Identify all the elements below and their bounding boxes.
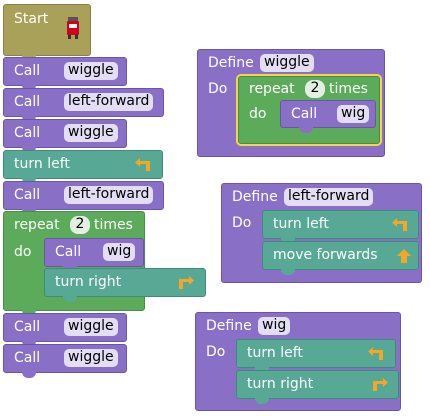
call-label: Call bbox=[14, 187, 41, 203]
call-block-wiggle[interactable]: Call wiggle bbox=[3, 57, 127, 91]
do-label: Do bbox=[208, 81, 228, 97]
call-label: Call bbox=[14, 350, 41, 366]
turn-left-arrow-icon bbox=[367, 346, 385, 362]
call-block-wig[interactable]: Call wig bbox=[44, 238, 144, 272]
call-label: Call bbox=[291, 106, 318, 122]
repeat-label: repeat bbox=[14, 217, 60, 233]
call-block-left-forward[interactable]: Call left-forward bbox=[3, 181, 164, 215]
do-label: Do bbox=[206, 344, 226, 360]
turn-right-arrow-icon bbox=[177, 275, 195, 291]
turn-right-label: turn right bbox=[55, 274, 122, 290]
do-label: do bbox=[14, 244, 32, 260]
procedure-name-field[interactable]: wig bbox=[337, 105, 370, 123]
turn-right-arrow-icon bbox=[371, 377, 389, 393]
repeat-label: repeat bbox=[249, 81, 295, 97]
call-label: Call bbox=[14, 63, 41, 79]
turn-right-label: turn right bbox=[247, 376, 314, 392]
call-block-wig[interactable]: Call wig bbox=[280, 100, 376, 133]
call-block-wiggle[interactable]: Call wiggle bbox=[3, 119, 127, 153]
times-label: times bbox=[329, 81, 368, 97]
procedure-name-field[interactable]: left-forward bbox=[284, 188, 374, 206]
turn-right-block[interactable]: turn right bbox=[44, 268, 206, 302]
procedure-name-field[interactable]: left-forward bbox=[64, 93, 154, 111]
define-label: Define bbox=[232, 189, 278, 205]
start-label: Start bbox=[14, 11, 49, 27]
procedure-name-field[interactable]: wiggle bbox=[64, 349, 118, 367]
turn-left-block[interactable]: turn left bbox=[236, 339, 396, 373]
call-label: Call bbox=[14, 125, 41, 141]
procedure-name-field[interactable]: wig bbox=[103, 243, 136, 261]
turn-left-arrow-icon bbox=[391, 217, 409, 233]
define-label: Define bbox=[206, 318, 252, 334]
procedure-name-field[interactable]: wiggle bbox=[64, 318, 118, 336]
call-block-wiggle[interactable]: Call wiggle bbox=[3, 313, 127, 347]
turn-left-label: turn left bbox=[14, 156, 70, 172]
procedure-name-field[interactable]: wig bbox=[258, 317, 291, 335]
procedure-name-field[interactable]: left-forward bbox=[64, 186, 154, 204]
do-label: do bbox=[249, 106, 267, 122]
robot-icon bbox=[67, 17, 79, 39]
procedure-name-field[interactable]: wiggle bbox=[64, 124, 118, 142]
repeat-count-field[interactable]: 2 bbox=[70, 216, 90, 234]
turn-left-label: turn left bbox=[273, 216, 329, 232]
call-block-wiggle[interactable]: Call wiggle bbox=[3, 344, 127, 378]
move-forwards-block[interactable]: move forwards bbox=[262, 241, 419, 275]
call-label: Call bbox=[55, 244, 82, 260]
call-label: Call bbox=[14, 94, 41, 110]
procedure-name-field[interactable]: wiggle bbox=[64, 62, 118, 80]
move-forwards-label: move forwards bbox=[273, 247, 378, 263]
define-label: Define bbox=[208, 55, 254, 71]
do-label: Do bbox=[232, 215, 252, 231]
repeat-count-field[interactable]: 2 bbox=[305, 80, 325, 98]
turn-left-block[interactable]: turn left bbox=[3, 150, 163, 184]
up-arrow-icon bbox=[395, 248, 413, 264]
turn-right-block[interactable]: turn right bbox=[236, 370, 399, 404]
turn-left-block[interactable]: turn left bbox=[262, 210, 419, 244]
procedure-name-field[interactable]: wiggle bbox=[260, 54, 314, 72]
start-block[interactable]: Start bbox=[3, 4, 91, 61]
call-label: Call bbox=[14, 319, 41, 335]
call-block-left-forward[interactable]: Call left-forward bbox=[3, 88, 164, 122]
turn-left-arrow-icon bbox=[134, 157, 152, 173]
times-label: times bbox=[94, 217, 133, 233]
turn-left-label: turn left bbox=[247, 345, 303, 361]
